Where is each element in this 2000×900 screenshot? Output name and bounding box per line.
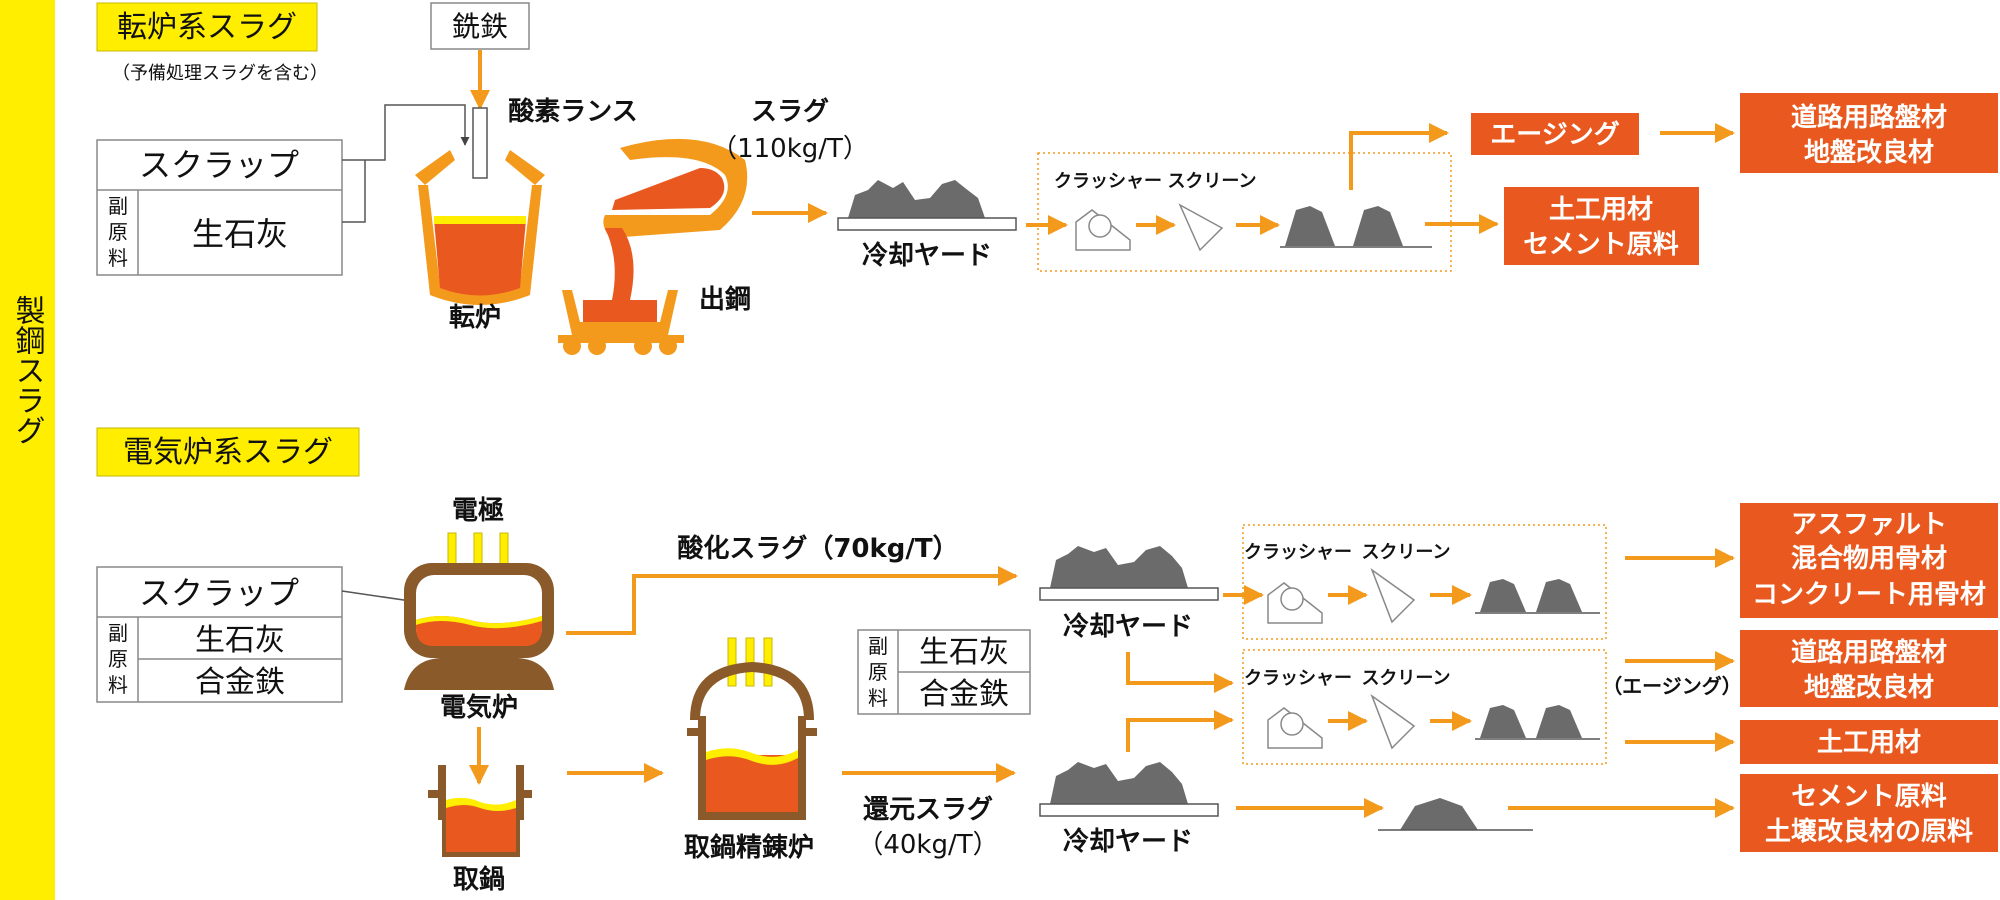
- eaf-processing-box-2: [1242, 649, 1607, 765]
- bof-converter: [415, 150, 545, 305]
- eaf-product-cement-line1: セメント原料: [1791, 782, 1946, 812]
- bof-product-civil-box: [1504, 187, 1699, 265]
- eaf-screen-label-2: スクリーン: [1361, 668, 1450, 689]
- bof-tilted-converter: [558, 138, 748, 355]
- reducing-slag-label: 還元スラグ: [863, 795, 993, 825]
- bof-cooling-yard-pile: [837, 180, 1017, 231]
- eaf-cooling-yard-2-label: 冷却ヤード: [1063, 826, 1193, 857]
- eaf-product-asphalt-box: [1740, 503, 1998, 618]
- bof-cooling-yard-label: 冷却ヤード: [862, 240, 992, 271]
- bof-section: 転炉系スラグ （予備処理スラグを含む） 銑鉄 スクラップ 副 原 料 生石灰 酸…: [96, 2, 1998, 355]
- eaf-screen-icon-1: [1370, 567, 1416, 624]
- bof-title: 転炉系スラグ: [117, 10, 297, 45]
- eaf-screen-label-1: スクリーン: [1361, 542, 1450, 563]
- eaf-sub-label-3: 料: [108, 673, 128, 697]
- reducing-slag-amount: （40kg/T）: [857, 830, 998, 860]
- eaf-furnace: [404, 563, 554, 690]
- lf-sub-label-1: 副: [868, 634, 888, 658]
- bof-sub-label-1: 副: [108, 194, 128, 218]
- eaf-product-road-box: [1740, 630, 1998, 707]
- eaf-product-road-line2: 地盤改良材: [1804, 672, 1934, 703]
- side-label: 製鋼スラグ: [10, 295, 46, 445]
- bof-crusher-icon: [1075, 209, 1131, 251]
- eaf-sub-label-2: 原: [108, 647, 128, 671]
- ladle-refining-furnace: [687, 637, 817, 820]
- bof-product-road-box: [1740, 93, 1998, 173]
- eaf-scrap-label: スクラップ: [139, 574, 299, 612]
- eaf-product-cement-box: [1740, 774, 1998, 852]
- bof-aging-label: エージング: [1490, 120, 1619, 150]
- pig-iron-box: [430, 2, 530, 50]
- bof-slag-label: スラグ: [751, 97, 829, 127]
- eaf-product-piles-1: [1475, 579, 1600, 614]
- lf-sub-label-2: 原: [868, 660, 888, 684]
- eaf-title-box: [96, 427, 360, 477]
- ladle-label: 取鍋: [453, 864, 505, 895]
- ladle: [428, 765, 532, 857]
- lf-sub-label-3: 料: [868, 686, 888, 710]
- eaf-crusher-icon-2: [1267, 707, 1323, 749]
- bof-slag-amount: （110kg/T）: [711, 134, 869, 164]
- bof-sub-label-3: 料: [108, 246, 128, 270]
- eaf-cooling-yard-1-label: 冷却ヤード: [1063, 611, 1193, 642]
- bof-product-civil-line1: 土工用材: [1549, 195, 1653, 225]
- eaf-processing-box-1: [1242, 524, 1607, 640]
- aging-note-label: （エージング）: [1602, 674, 1742, 698]
- eaf-product-asphalt-line2: 混合物用骨材: [1791, 543, 1947, 574]
- bof-product-piles: [1280, 206, 1432, 248]
- eaf-title: 電気炉系スラグ: [123, 435, 333, 470]
- eaf-product-asphalt-line1: アスファルト: [1791, 510, 1947, 540]
- eaf-product-asphalt-line3: コンクリート用骨材: [1752, 580, 1986, 610]
- bof-screen-icon: [1178, 203, 1224, 252]
- eaf-section: 電気炉系スラグ スクラップ 副 原 料 生石灰 合金鉄 電極 電気炉: [96, 427, 1998, 895]
- bof-title-box: [96, 2, 318, 52]
- bof-sub-label-2: 原: [108, 220, 128, 244]
- ladle-refining-label: 取鍋精錬炉: [684, 832, 814, 863]
- bof-subtitle: （予備処理スラグを含む）: [112, 63, 328, 84]
- bof-product-civil-line2: セメント原料: [1523, 230, 1678, 260]
- eaf-cooling-yard-1-pile: [1039, 546, 1219, 601]
- eaf-product-piles-2: [1475, 705, 1600, 740]
- eaf-product-civil-box: [1740, 720, 1998, 764]
- bof-aging-box: [1471, 113, 1639, 155]
- bof-lime-label: 生石灰: [192, 215, 288, 253]
- eaf-cement-pile: [1378, 798, 1533, 831]
- eaf-product-road-line1: 道路用路盤材: [1791, 637, 1947, 668]
- eaf-furnace-label: 電気炉: [440, 692, 518, 723]
- eaf-product-cement-line2: 土壌改良材の原料: [1765, 816, 1973, 847]
- pig-iron-label: 銑鉄: [452, 10, 508, 43]
- eaf-sub-label-1: 副: [108, 621, 128, 645]
- bof-scrap-label: スクラップ: [139, 146, 299, 184]
- bof-processing-box: [1037, 152, 1452, 272]
- oxygen-lance-label: 酸素ランス: [508, 97, 637, 127]
- eaf-ferroalloy-label: 合金鉄: [195, 665, 285, 700]
- bof-crusher-label: クラッシャー: [1054, 171, 1162, 192]
- bof-product-road-line2: 地盤改良材: [1804, 137, 1934, 168]
- eaf-lime-label: 生石灰: [195, 623, 285, 658]
- electrode-label: 電極: [452, 496, 504, 526]
- eaf-product-civil-line1: 土工用材: [1817, 728, 1921, 758]
- side-label-bar: [0, 0, 55, 900]
- lf-ferroalloy-label: 合金鉄: [919, 677, 1009, 712]
- tapping-label: 出鋼: [699, 285, 751, 315]
- eaf-crusher-label-1: クラッシャー: [1244, 542, 1352, 563]
- bof-product-road-line1: 道路用路盤材: [1791, 102, 1947, 133]
- bof-screen-label: スクリーン: [1167, 171, 1256, 192]
- eaf-crusher-label-2: クラッシャー: [1244, 668, 1352, 689]
- eaf-cooling-yard-2-pile: [1039, 762, 1219, 817]
- converter-label: 転炉: [449, 303, 501, 333]
- lf-lime-label: 生石灰: [919, 635, 1009, 670]
- oxidizing-slag-label: 酸化スラグ（70kg/T）: [677, 534, 958, 564]
- eaf-screen-icon-2: [1370, 693, 1416, 750]
- oxygen-lance: [472, 107, 488, 179]
- eaf-crusher-icon-1: [1267, 582, 1323, 624]
